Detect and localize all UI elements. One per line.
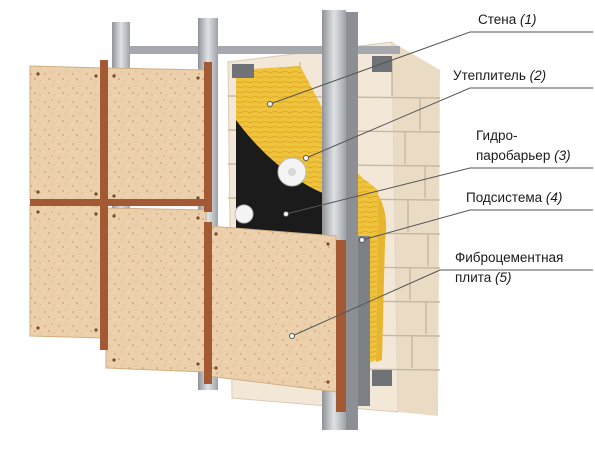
leaders bbox=[267, 31, 593, 339]
label-insulation: Утеплитель (2) bbox=[453, 68, 546, 83]
fiber-cement-panels bbox=[29, 65, 339, 393]
label-subsystem: Подсистема (4) bbox=[466, 190, 562, 205]
joint-rails bbox=[30, 60, 346, 412]
insulation-dowels bbox=[234, 157, 307, 224]
label-barrier: Гидро-паробарьер (3) bbox=[476, 128, 571, 163]
callout-labels: Стена (1) Утеплитель (2) Гидро-паробарье… bbox=[453, 12, 571, 285]
label-wall: Стена (1) bbox=[478, 12, 537, 27]
